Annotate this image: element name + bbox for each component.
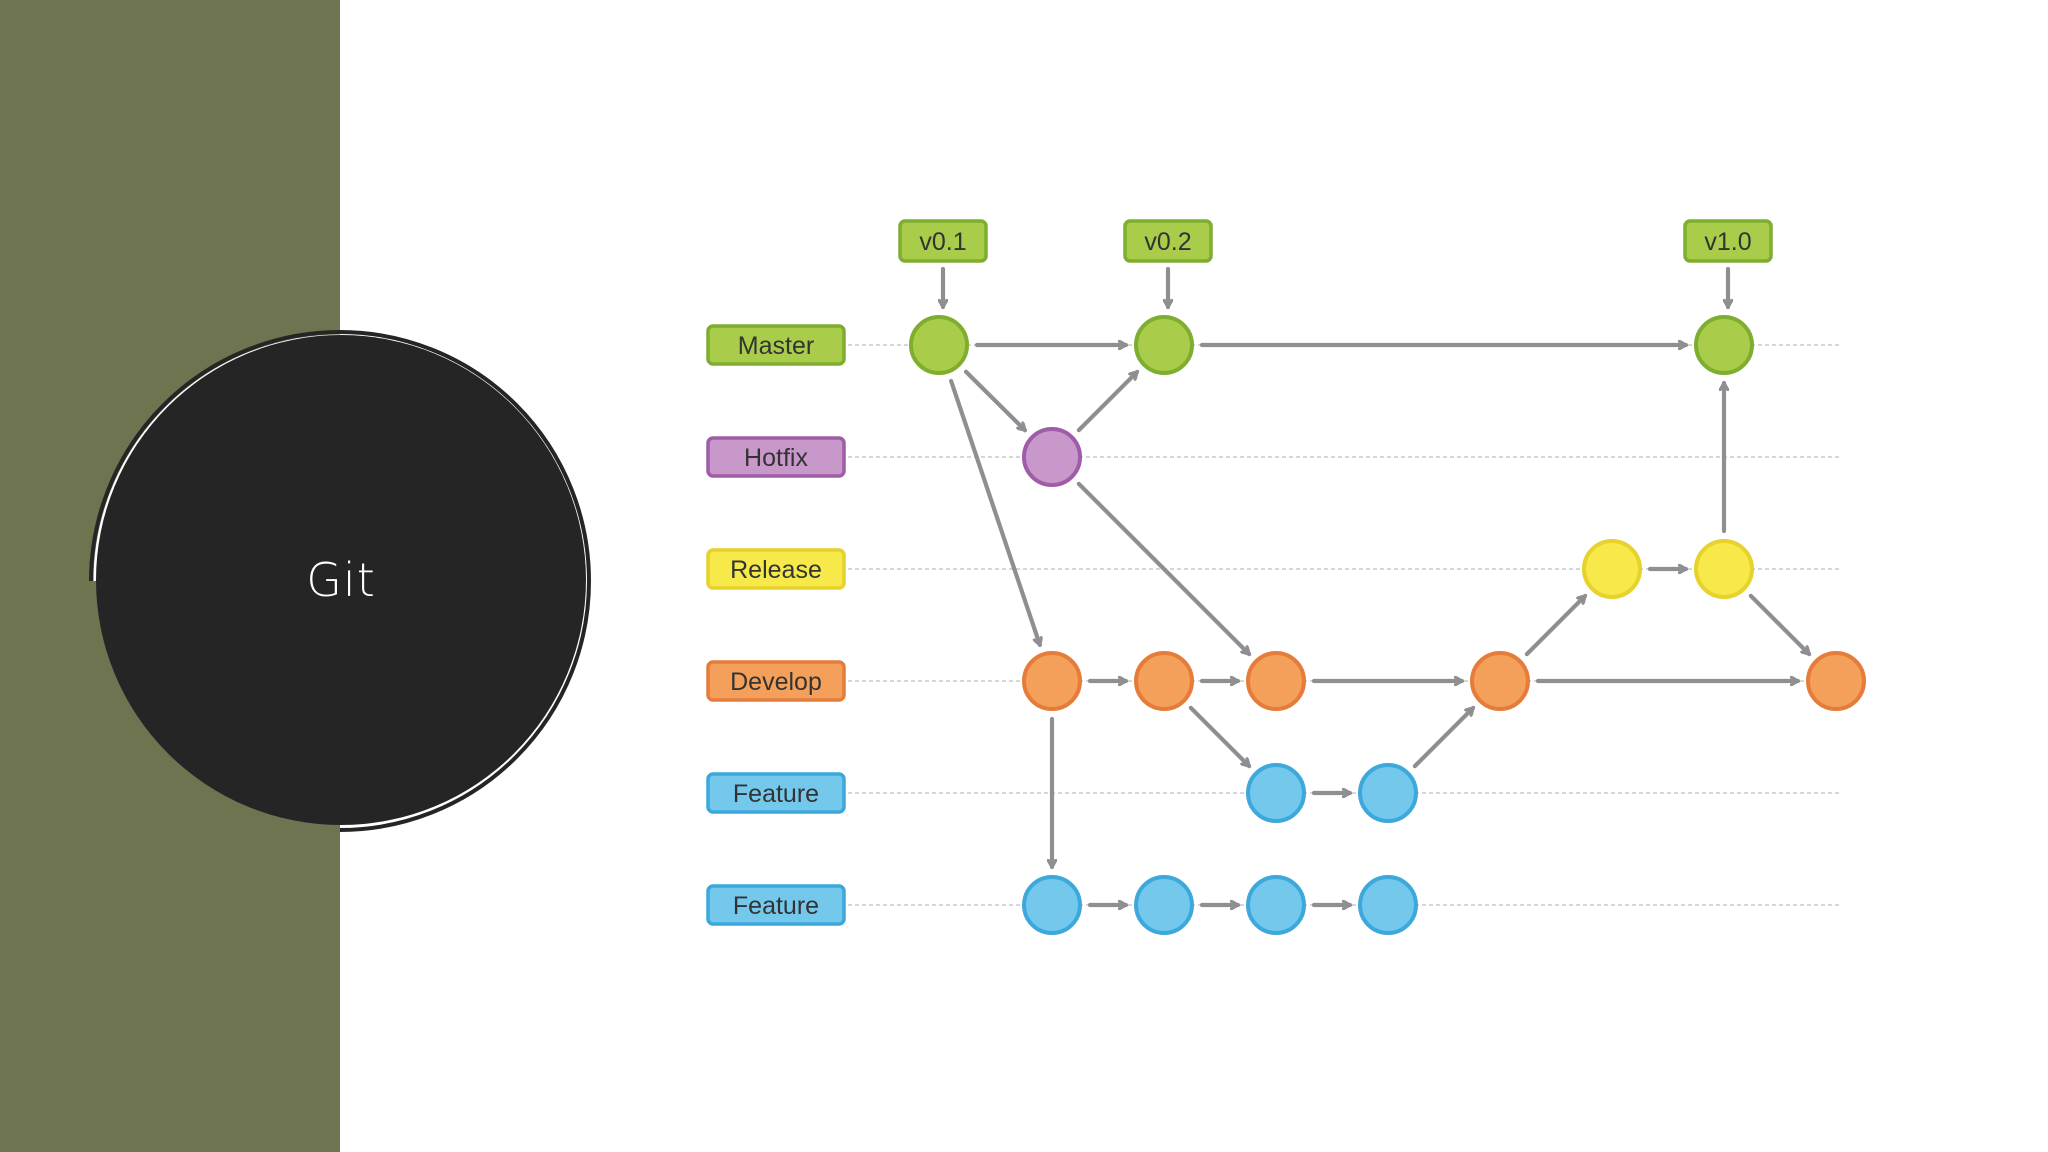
edge-h1-m2 [1076, 369, 1140, 433]
commit-node-r1 [1582, 539, 1642, 599]
branch-label-feature1: Feature [706, 772, 846, 814]
branch-label-text: Feature [733, 780, 819, 808]
commit-node-m1 [909, 315, 969, 375]
edge-r2-d5 [1748, 593, 1812, 657]
version-tag-box [1123, 219, 1213, 263]
branch-label-text: Hotfix [744, 444, 808, 472]
commit-node-d3 [1246, 651, 1306, 711]
version-tag-box [898, 219, 988, 263]
commit-node-g4 [1358, 875, 1418, 935]
version-tag-text: v0.2 [1144, 228, 1191, 256]
commit-node-m3 [1694, 315, 1754, 375]
branch-label-box [706, 436, 846, 478]
branch-label-text: Master [738, 332, 814, 360]
edge-f2-d4 [1412, 705, 1476, 769]
commit-node-d5 [1806, 651, 1866, 711]
branch-label-box [706, 884, 846, 926]
commit-node-g1 [1022, 875, 1082, 935]
branch-label-master: Master [706, 324, 846, 366]
version-tag-v0.2: v0.2 [1123, 219, 1213, 310]
branch-label-box [706, 660, 846, 702]
branch-label-develop: Develop [706, 660, 846, 702]
edge-m1-h1 [963, 369, 1028, 433]
commit-node-f1 [1246, 763, 1306, 823]
edge-d2-f1 [1188, 705, 1252, 769]
branch-label-box [706, 548, 846, 590]
commit-node-r2 [1694, 539, 1754, 599]
version-tag-text: v1.0 [1704, 228, 1751, 256]
version-tag-text: v0.1 [919, 228, 966, 256]
branch-label-feature2: Feature [706, 884, 846, 926]
commit-node-h1 [1022, 427, 1082, 487]
title-circle: Git [96, 335, 586, 825]
branch-label-text: Release [730, 556, 822, 584]
version-tag-box [1683, 219, 1773, 263]
commit-node-d4 [1470, 651, 1530, 711]
version-tag-v1.0: v1.0 [1683, 219, 1773, 310]
branch-label-text: Develop [730, 668, 822, 696]
edge-m1-d1 [949, 378, 1040, 648]
version-tag-v0.1: v0.1 [898, 219, 988, 310]
commit-node-m2 [1134, 315, 1194, 375]
commit-node-d2 [1134, 651, 1194, 711]
commit-node-d1 [1022, 651, 1082, 711]
branch-label-text: Feature [733, 892, 819, 920]
branch-label-box [706, 324, 846, 366]
edge-h1-d3 [1076, 481, 1252, 657]
branch-label-hotfix: Hotfix [706, 436, 846, 478]
commit-node-g2 [1134, 875, 1194, 935]
branch-label-release: Release [706, 548, 846, 590]
edge-d4-r1 [1524, 593, 1588, 657]
commit-node-f2 [1358, 763, 1418, 823]
branch-label-box [706, 772, 846, 814]
slide-title: Git [306, 553, 376, 607]
commit-node-g3 [1246, 875, 1306, 935]
